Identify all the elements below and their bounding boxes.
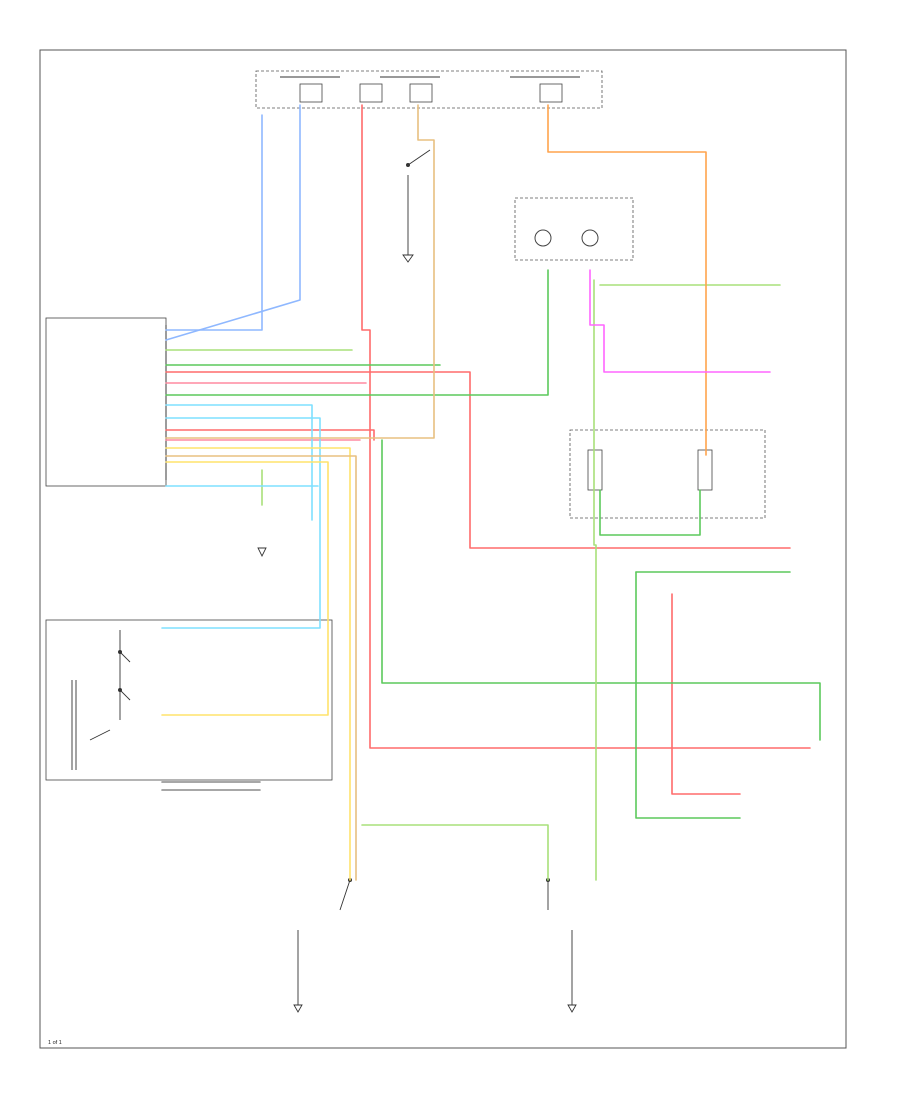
relay-module — [569, 429, 766, 519]
wire-set — [161, 104, 821, 881]
ground-symbols — [257, 254, 414, 558]
fuse-panel — [255, 70, 603, 109]
control-module — [45, 317, 167, 487]
switch-assembly — [45, 619, 333, 781]
diagram-frame — [39, 49, 847, 1049]
figure-number: 1 of 1 — [48, 1040, 62, 1046]
brake-switch — [293, 878, 352, 1013]
instrument-cluster — [514, 197, 634, 261]
clutch-switch — [546, 878, 577, 1013]
stoplamp-switch — [406, 149, 431, 255]
